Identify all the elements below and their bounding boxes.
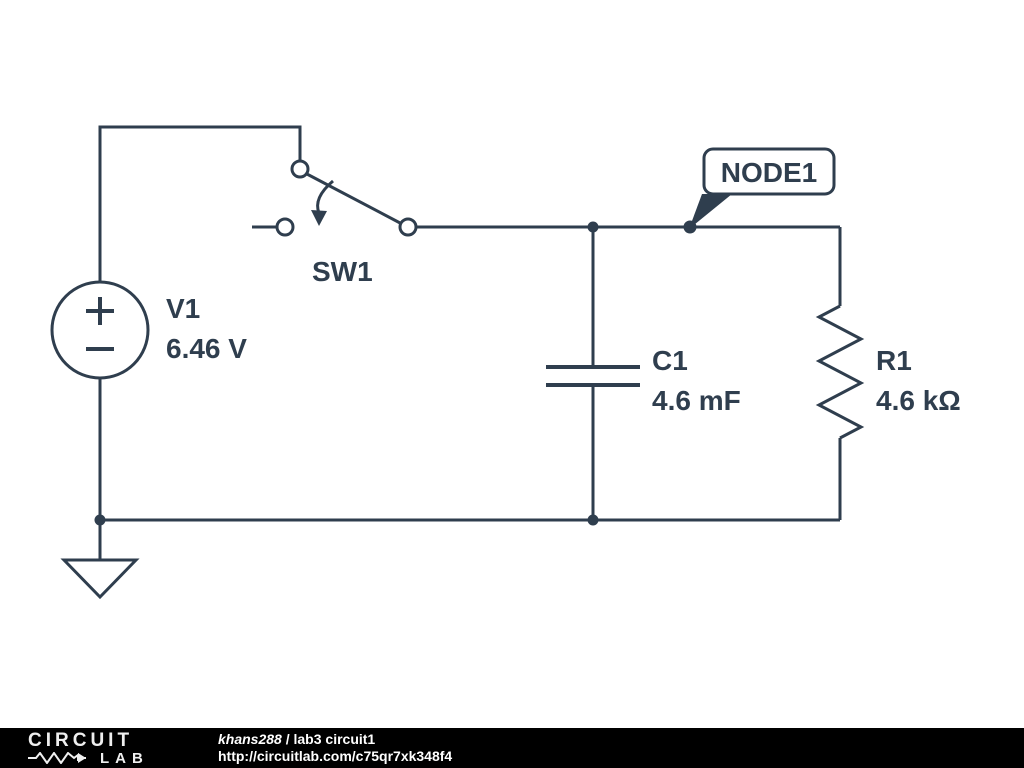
junction-dot-bottom-left (94, 514, 106, 526)
sw1-toggle-arrowhead (311, 210, 327, 226)
resistor-r1[interactable] (815, 304, 865, 440)
footer-bar: CIRCUIT LAB khans288 / lab3 circuit1 htt… (0, 728, 1024, 768)
node1-pointer (689, 194, 732, 229)
v1-label: V1 (166, 293, 200, 324)
sw1-common-terminal[interactable] (398, 217, 418, 237)
c1-label: C1 (652, 345, 688, 376)
ground-symbol[interactable] (60, 558, 140, 600)
footer-username[interactable]: khans288 (218, 730, 282, 747)
footer-separator: / (281, 730, 294, 747)
sw1-throw1-terminal[interactable] (290, 159, 310, 179)
footer-url[interactable]: http://circuitlab.com/c75qr7xk348f4 (218, 748, 453, 764)
v1-body[interactable] (50, 280, 150, 380)
junction-dot-c1-bottom (587, 514, 599, 526)
capacitor-c1[interactable] (546, 365, 640, 387)
logo-lab-text: LAB (100, 749, 149, 767)
sw1-blade[interactable] (304, 171, 403, 226)
footer-circuit-title[interactable]: lab3 circuit1 (293, 730, 376, 747)
node1-callout[interactable] (689, 147, 836, 229)
v1-value: 6.46 V (166, 333, 247, 364)
switch-sw1[interactable] (252, 159, 418, 237)
junction-dot-c1-top (587, 221, 599, 233)
circuit-svg: V1 6.46 V SW1 C1 4.6 mF R1 4.6 kΩ NODE1 (50, 125, 961, 600)
r1-value: 4.6 kΩ (876, 385, 961, 416)
sw1-label: SW1 (312, 256, 373, 287)
voltage-source-v1[interactable] (50, 280, 150, 380)
r1-label: R1 (876, 345, 912, 376)
footer-attribution: khans288 / lab3 circuit1 (218, 731, 452, 749)
circuitlab-logo[interactable]: CIRCUIT LAB (28, 731, 188, 766)
wire-v1-to-switch (98, 125, 302, 283)
schematic-canvas: V1 6.46 V SW1 C1 4.6 mF R1 4.6 kΩ NODE1 (50, 125, 961, 600)
node1-label: NODE1 (721, 157, 817, 188)
node1-box[interactable] (702, 147, 836, 196)
logo-circuit-text: CIRCUIT (28, 729, 134, 751)
c1-value: 4.6 mF (652, 385, 741, 416)
sw1-throw2-terminal[interactable] (275, 217, 295, 237)
logo-resistor-icon (28, 752, 86, 764)
